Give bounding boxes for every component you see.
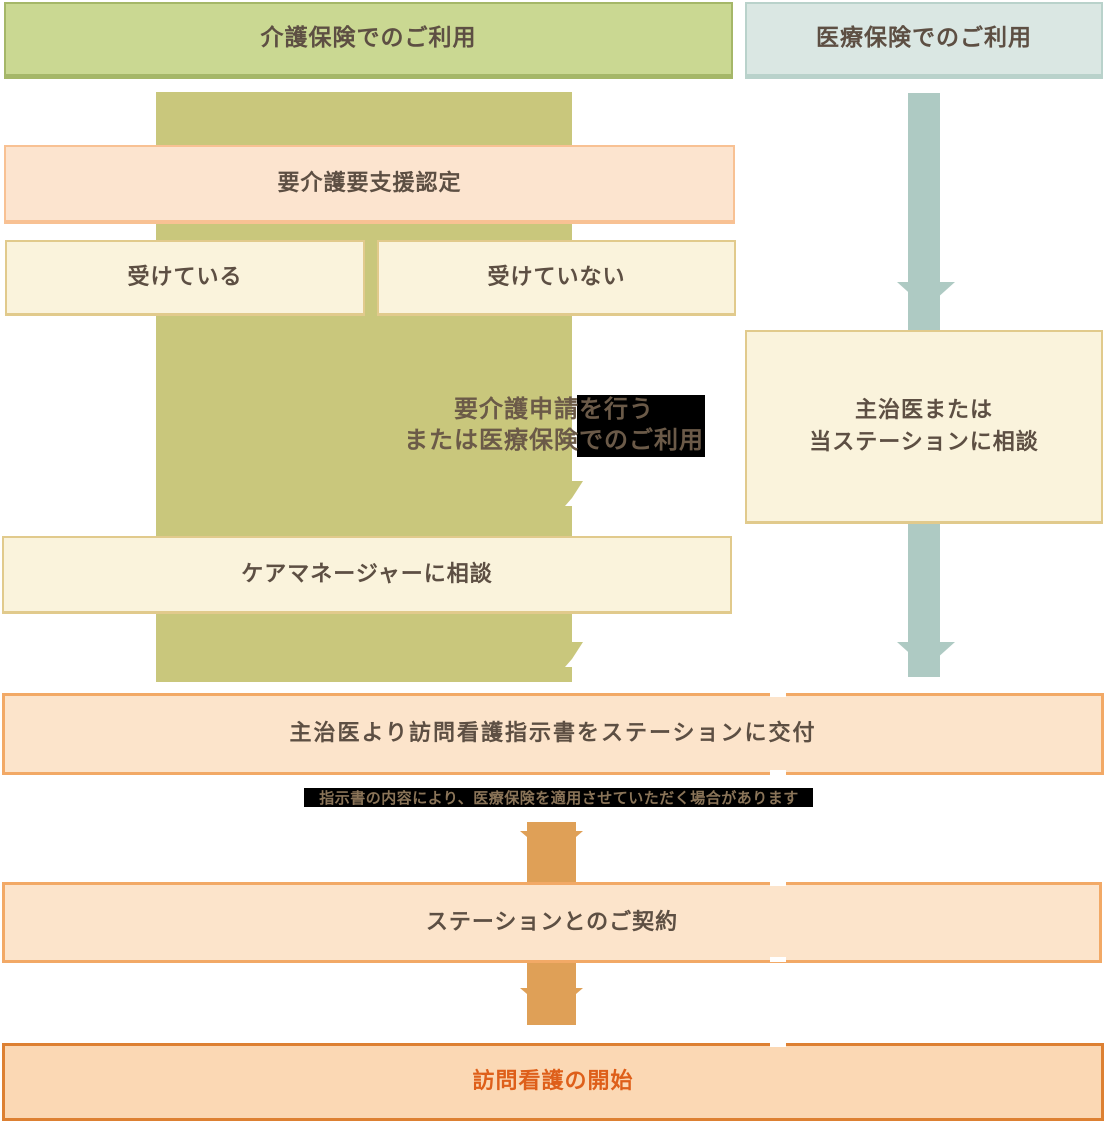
not-received-label: 受けていない (487, 264, 626, 290)
not-received-box: 受けていない (377, 240, 736, 316)
border-notch-2 (770, 770, 786, 775)
directive-label: 主治医より訪問看護指示書をステーションに交付 (289, 721, 817, 747)
border-notch-1 (770, 692, 786, 697)
doctor-consult-line1: 主治医または (854, 397, 993, 423)
contract-box: ステーションとのご契約 (2, 882, 1102, 963)
care-flow-arrowhead-flare-1 (572, 481, 583, 498)
header-care-insurance-label: 介護保険でのご利用 (260, 25, 477, 52)
apply-text-black-highlight (577, 395, 705, 457)
start-label: 訪問看護の開始 (472, 1069, 634, 1095)
care-manager-box: ケアマネージャーに相談 (2, 536, 732, 614)
header-medical-insurance-label: 医療保険でのご利用 (816, 25, 1032, 52)
border-notch-3 (770, 881, 786, 886)
received-label: 受けている (127, 264, 243, 290)
apply-note-line1: 要介護申請を行う (454, 395, 654, 423)
medical-flow-arrowhead-2 (897, 642, 955, 668)
insurance-note-text: 指示書の内容により、医療保険を適用させていただく場合があります (319, 789, 799, 807)
certification-box: 要介護要支援認定 (4, 145, 735, 224)
doctor-consult-line2: 当ステーションに相談 (809, 429, 1039, 455)
start-box: 訪問看護の開始 (2, 1043, 1104, 1121)
received-box: 受けている (5, 240, 365, 316)
doctor-consult-box: 主治医または 当ステーションに相談 (745, 330, 1103, 524)
down-arrow-upper (527, 822, 576, 882)
doctor-consult-label: 主治医または 当ステーションに相談 (809, 395, 1039, 459)
down-arrow-lower (527, 962, 576, 1025)
medical-flow-arrowhead-1 (897, 282, 955, 308)
header-care-insurance: 介護保険でのご利用 (4, 2, 733, 79)
certification-label: 要介護要支援認定 (277, 170, 462, 196)
apply-note-line2: または医療保険でのご利用 (404, 426, 704, 454)
note-black-highlight (304, 788, 813, 807)
border-notch-5 (770, 1042, 786, 1047)
header-medical-insurance: 医療保険でのご利用 (745, 2, 1103, 79)
care-manager-label: ケアマネージャーに相談 (241, 561, 493, 587)
care-flow-arrowhead-flare-2 (572, 642, 583, 659)
apply-note-text: 要介護申請を行う または医療保険でのご利用 (379, 394, 729, 456)
care-flow-arrow-notch-2 (565, 659, 572, 667)
directive-box: 主治医より訪問看護指示書をステーションに交付 (2, 693, 1104, 775)
border-notch-4 (770, 957, 786, 962)
contract-label: ステーションとのご契約 (425, 909, 679, 935)
care-flow-arrow-notch-1 (565, 498, 572, 506)
